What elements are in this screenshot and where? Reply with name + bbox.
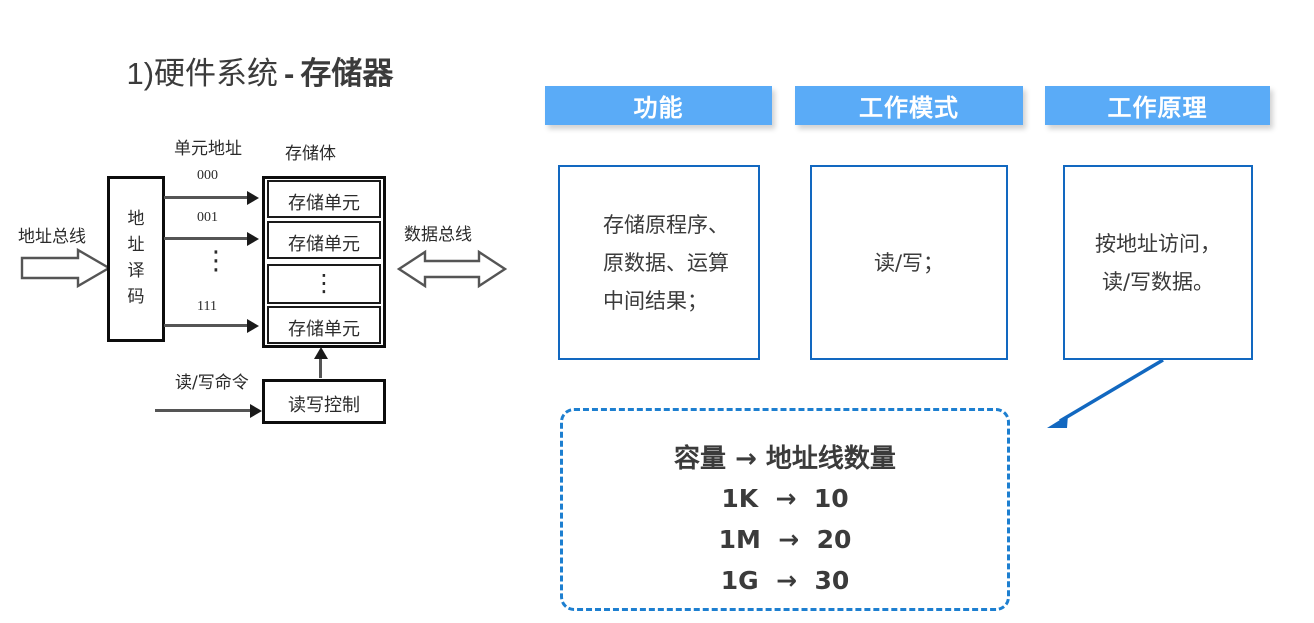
rw-command-line [155,409,251,412]
memory-cell-0: 存储单元 [267,180,381,218]
summary-box: 容量 → 地址线数量 1K → 10 1M → 20 1G → 30 [560,408,1010,611]
data-bus-arrow-icon [396,249,508,289]
rw-command-label: 读/写命令 [175,373,249,393]
data-bus-label: 数据总线 [404,225,472,245]
caption-memory-bank: 存储体 [285,144,336,164]
decoder-char-0: 地 [127,209,145,229]
address-line-000 [164,196,248,199]
rw-control-box: 读写控制 [262,379,386,424]
decoder-char-3: 码 [127,287,145,307]
address-arrowhead-000-icon [247,191,259,205]
page-title: 1)硬件系统-存储器 [92,8,393,140]
address-decoder-label: 地 址 译 码 [107,206,165,310]
address-arrowhead-001-icon [247,232,259,246]
summary-title: 容量 → 地址线数量 [674,444,896,474]
decoder-char-2: 译 [127,261,145,281]
address-line-111 [164,324,248,327]
memory-cell-label: 存储单元 [288,319,360,340]
connector-arrow-icon [1047,358,1164,428]
column-body-work-mode[interactable]: 读/写； [810,165,1008,360]
memory-cell-label: ⋮ [312,269,336,297]
address-line-001 [164,237,248,240]
address-value-000: 000 [197,168,218,183]
decoder-char-1: 址 [127,235,145,255]
memory-cell-label: 存储单元 [288,193,360,214]
summary-row: 1K → 10 [721,484,849,513]
memory-cell-ellipsis: ⋮ [267,264,381,304]
column-body-text: 按地址访问， 读/写数据。 [1095,231,1221,294]
address-bus-label: 地址总线 [18,227,86,247]
title-subject: 存储器 [300,56,394,91]
summary-row: 1M → 20 [718,525,852,554]
rw-control-label: 读写控制 [288,395,360,416]
address-value-111: 111 [197,299,217,314]
summary-row: 1G → 30 [720,566,850,595]
memory-cell-1: 存储单元 [267,221,381,259]
rw-command-arrowhead-icon [250,404,262,418]
column-body-function[interactable]: 存储原程序、 原数据、运算 中间结果； [558,165,760,360]
address-ellipsis: ⋮ [203,246,229,276]
column-header-work-principle[interactable]: 工作原理 [1045,86,1270,125]
rw-control-arrowhead-icon [314,347,328,359]
title-dash: - [284,56,295,91]
memory-cell-label: 存储单元 [288,234,360,255]
memory-cell-3: 存储单元 [267,306,381,344]
rw-control-line [319,358,322,378]
address-decoder-box [107,176,165,342]
column-body-work-principle[interactable]: 按地址访问， 读/写数据。 [1063,165,1253,360]
address-arrowhead-111-icon [247,319,259,333]
title-index: 1)硬件系统 [126,56,279,91]
address-value-001: 001 [197,210,218,225]
column-body-text: 读/写； [873,250,945,275]
column-body-text: 存储原程序、 原数据、运算 中间结果； [603,212,729,313]
column-header-function[interactable]: 功能 [545,86,772,125]
column-header-work-mode[interactable]: 工作模式 [795,86,1023,125]
address-bus-arrow-icon [20,248,112,289]
caption-unit-address: 单元地址 [174,139,242,159]
